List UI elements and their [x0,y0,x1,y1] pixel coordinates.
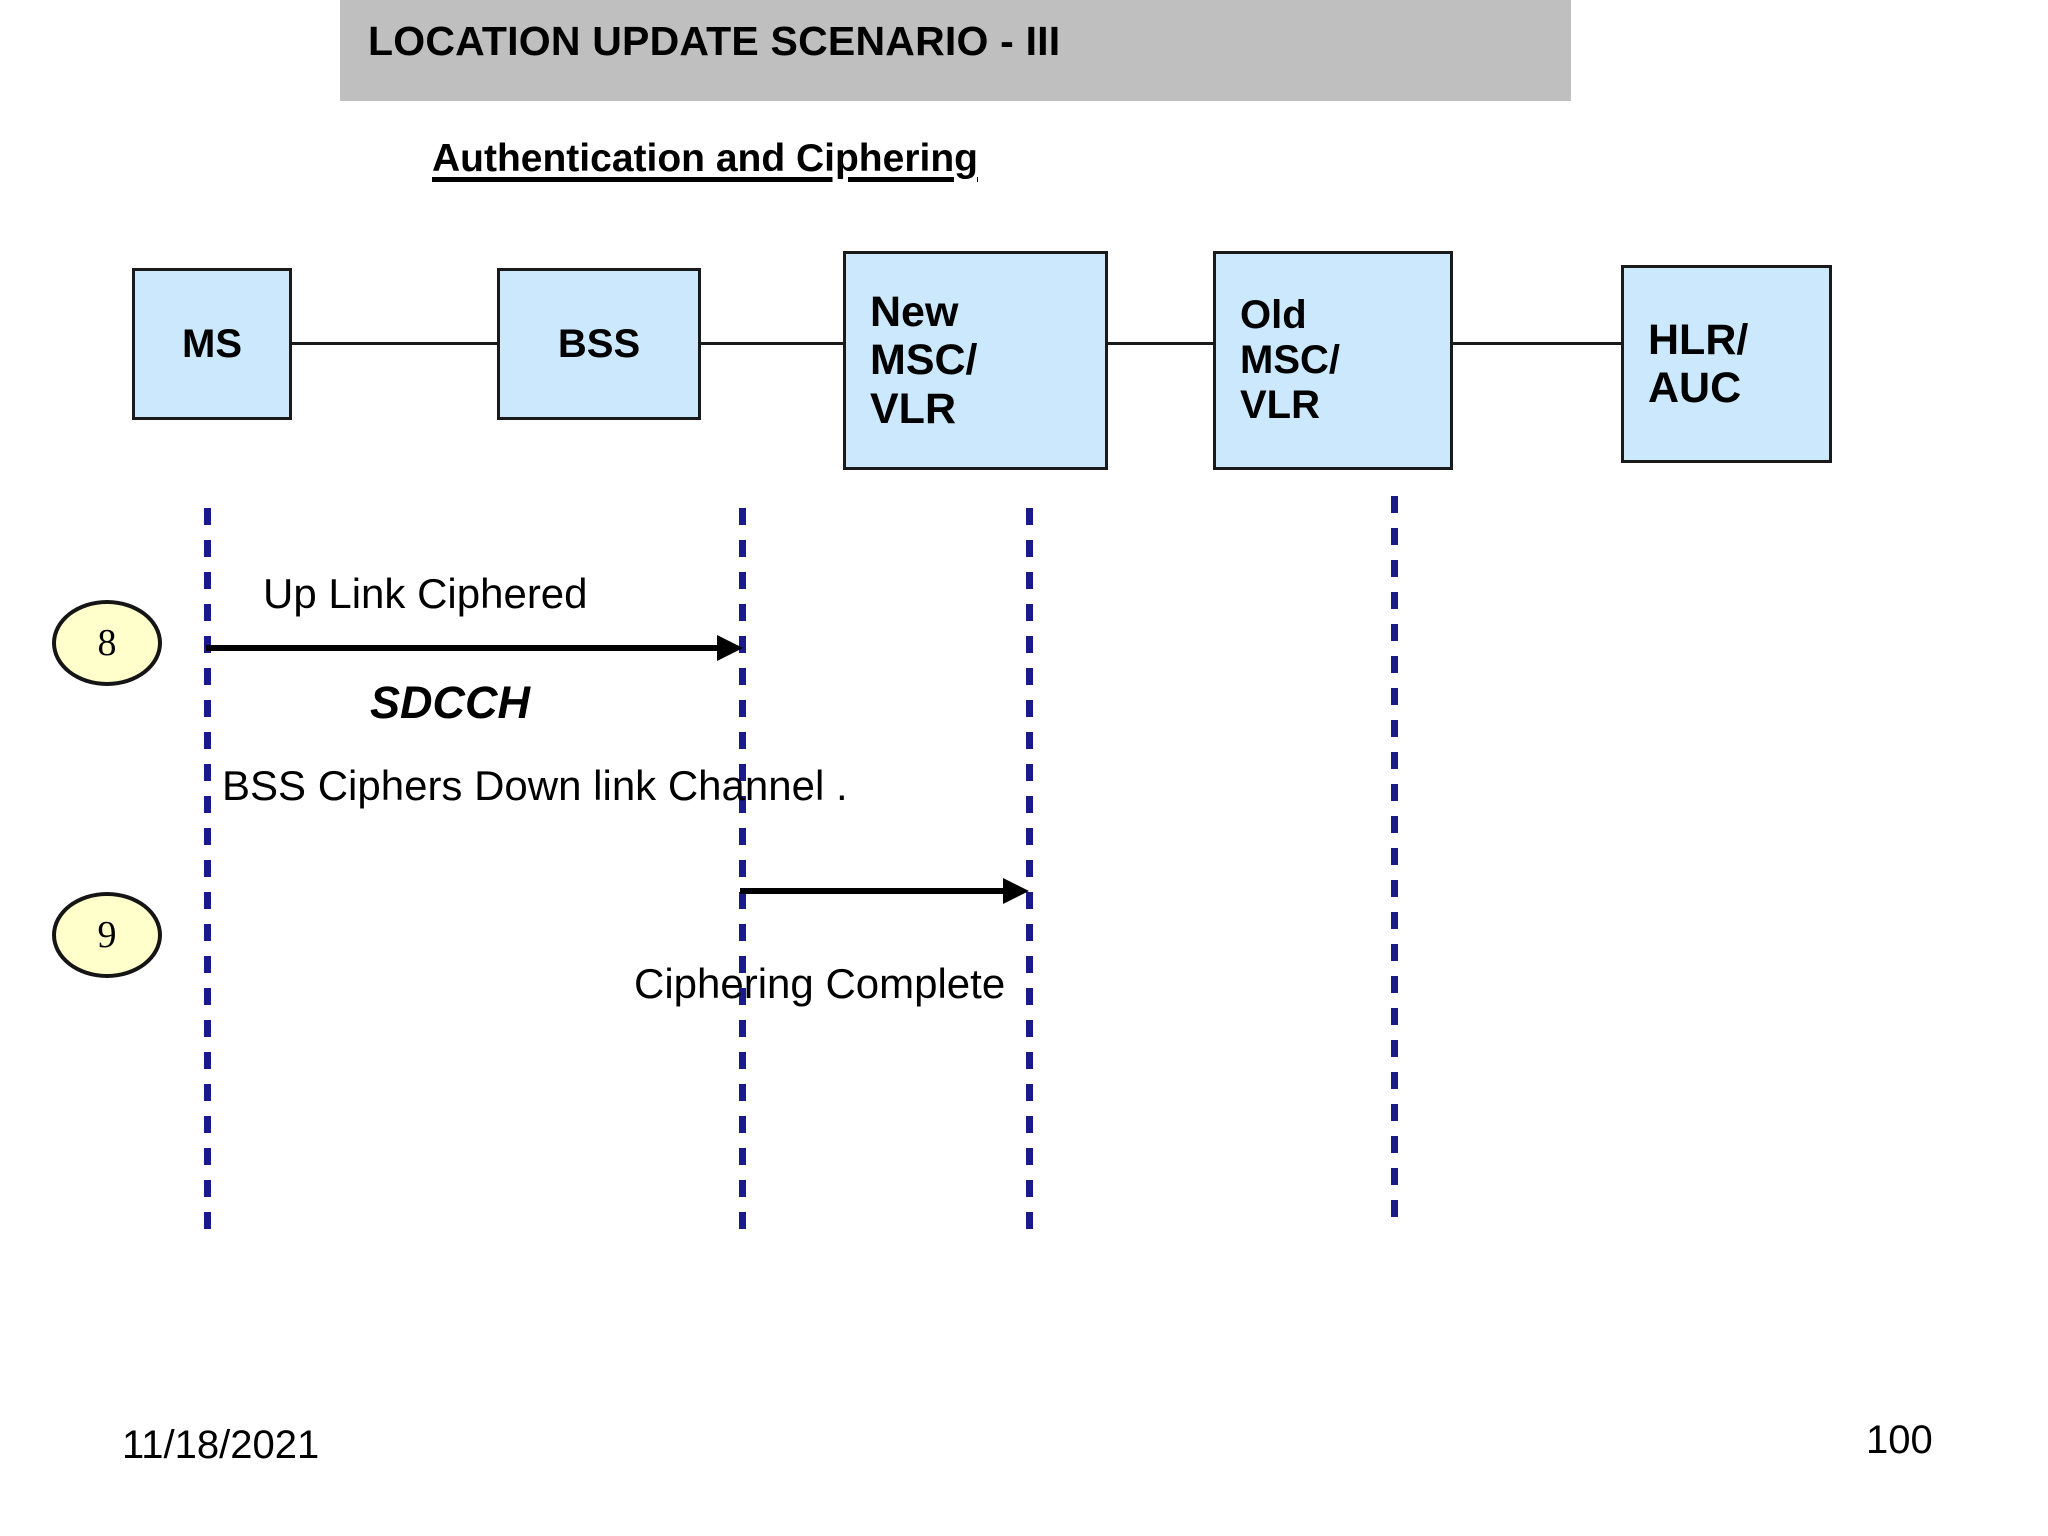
page-title: LOCATION UPDATE SCENARIO - III [368,18,1061,64]
node-box-hlr-auc[interactable]: HLR/ AUC [1621,265,1832,463]
subtitle: Authentication and Ciphering [432,137,978,180]
node-label-new-msc-vlr: New MSC/ VLR [870,288,978,433]
node-box-bss[interactable]: BSS [497,268,701,420]
node-label-ms: MS [182,321,242,366]
message-label-up-link-ciphered: Up Link Ciphered [263,570,588,617]
node-label-old-msc-vlr: Old MSC/ VLR [1240,293,1340,427]
message-arrow-line-2 [740,888,1005,894]
lifeline-new-msc-vlr [1026,508,1033,1232]
step-marker-9-label: 9 [97,914,117,956]
connector-new-old [1108,342,1213,345]
connector-ms-bss [292,342,497,345]
node-box-ms[interactable]: MS [132,268,292,420]
connector-bss-new [701,342,843,345]
message-arrow-head-2 [1003,878,1029,904]
lifeline-bss [739,508,746,1232]
note-bss-ciphers-down-link-channel: BSS Ciphers Down link Channel . [222,762,848,809]
lifeline-ms [204,508,211,1232]
node-label-bss: BSS [557,321,641,366]
title-band [340,0,1571,101]
message-arrow-head-1 [717,635,743,661]
lifeline-hlr-auc [1391,496,1398,1232]
node-box-new-msc-vlr[interactable]: New MSC/ VLR [843,251,1108,470]
step-marker-9[interactable]: 9 [52,892,162,978]
message-arrow-line-1 [206,645,719,651]
node-label-hlr-auc: HLR/ AUC [1648,315,1749,412]
connector-old-hlr [1453,342,1621,345]
step-marker-8[interactable]: 8 [52,600,162,686]
message-label-ciphering-complete: Ciphering Complete [634,960,1006,1007]
footer-page-number: 100 [1866,1418,1933,1462]
message-sublabel-sdcch: SDCCH [370,677,531,728]
node-box-old-msc-vlr[interactable]: Old MSC/ VLR [1213,251,1453,470]
step-marker-8-label: 8 [97,622,117,664]
footer-date: 11/18/2021 [122,1423,320,1467]
